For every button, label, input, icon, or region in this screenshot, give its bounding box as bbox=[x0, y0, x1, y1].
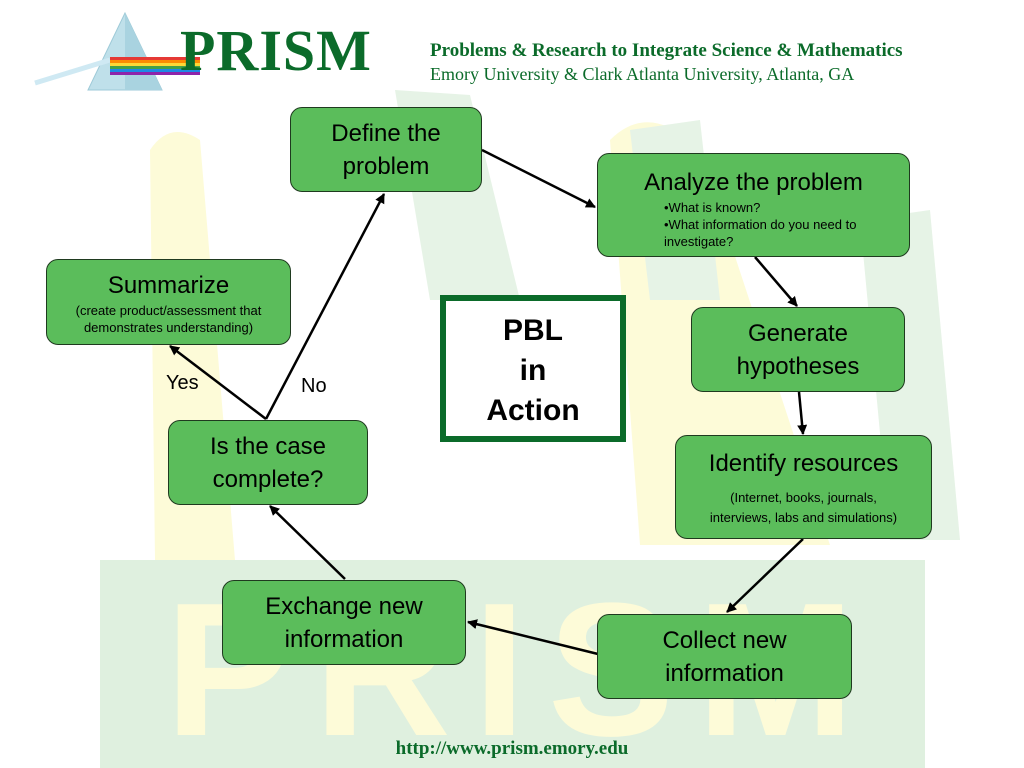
center-line1: PBL bbox=[503, 314, 563, 347]
node-analyze-bullet3: investigate? bbox=[664, 234, 734, 249]
node-summarize: Summarize (create product/assessment tha… bbox=[46, 259, 291, 345]
footer-url[interactable]: http://www.prism.emory.edu bbox=[395, 738, 629, 759]
header-subtitle: Emory University & Clark Atlanta Univers… bbox=[430, 64, 855, 84]
node-collect-line2: information bbox=[665, 659, 784, 687]
prism-logo-icon bbox=[34, 11, 200, 91]
node-define-line2: problem bbox=[342, 152, 430, 180]
pbl-in-action-box: PBL in Action bbox=[440, 295, 626, 442]
node-case-complete: Is the case complete? bbox=[168, 420, 368, 505]
header-title: Problems & Research to Integrate Science… bbox=[430, 40, 903, 61]
center-line2: in bbox=[519, 354, 547, 387]
logo-text: PRISM bbox=[180, 18, 372, 83]
arrow-yes-to-summarize bbox=[169, 345, 267, 420]
node-identify-sub2: interviews, labs and simulations) bbox=[709, 509, 898, 525]
node-identify-sub1: (Internet, books, journals, bbox=[730, 489, 877, 505]
label-no: No bbox=[301, 375, 327, 397]
node-generate-hypotheses: Generate hypotheses bbox=[691, 307, 905, 392]
node-summarize-sub1: (create product/assessment that bbox=[75, 302, 262, 318]
node-exchange-line2: information bbox=[284, 625, 404, 653]
header: PRISM Problems & Research to Integrate S… bbox=[0, 0, 1024, 100]
arrow-no-to-define bbox=[264, 193, 386, 420]
node-summarize-sub2: demonstrates understanding) bbox=[83, 319, 254, 335]
node-collect-information: Collect new information bbox=[597, 614, 852, 699]
node-complete-line1: Is the case bbox=[209, 432, 327, 460]
arrow-generate-to-identify bbox=[797, 391, 808, 435]
node-identify-resources: Identify resources (Internet, books, jou… bbox=[675, 435, 932, 539]
node-analyze-title: Analyze the problem bbox=[644, 169, 863, 196]
node-generate-line1: Generate bbox=[747, 319, 849, 347]
node-summarize-title: Summarize bbox=[107, 271, 230, 299]
node-define-line1: Define the bbox=[331, 119, 441, 147]
node-analyze-problem: Analyze the problem •What is known? •Wha… bbox=[597, 153, 910, 257]
arrow-define-to-analyze bbox=[481, 148, 596, 209]
node-exchange-line1: Exchange new bbox=[265, 592, 423, 620]
node-generate-line2: hypotheses bbox=[736, 352, 860, 380]
arrow-analyze-to-generate bbox=[754, 256, 798, 307]
node-exchange-information: Exchange new information bbox=[222, 580, 466, 665]
node-analyze-bullet1: •What is known? bbox=[664, 200, 761, 215]
node-identify-title: Identify resources bbox=[708, 449, 899, 477]
node-complete-line2: complete? bbox=[212, 465, 324, 493]
label-yes: Yes bbox=[166, 372, 199, 394]
center-line3: Action bbox=[486, 394, 580, 427]
node-analyze-bullet2: •What information do you need to bbox=[664, 217, 857, 232]
arrow-identify-to-collect bbox=[726, 538, 804, 613]
node-define-problem: Define the problem bbox=[290, 107, 482, 192]
arrow-exchange-to-complete bbox=[269, 505, 346, 580]
arrow-collect-to-exchange bbox=[467, 619, 599, 656]
node-collect-line1: Collect new bbox=[662, 626, 787, 654]
